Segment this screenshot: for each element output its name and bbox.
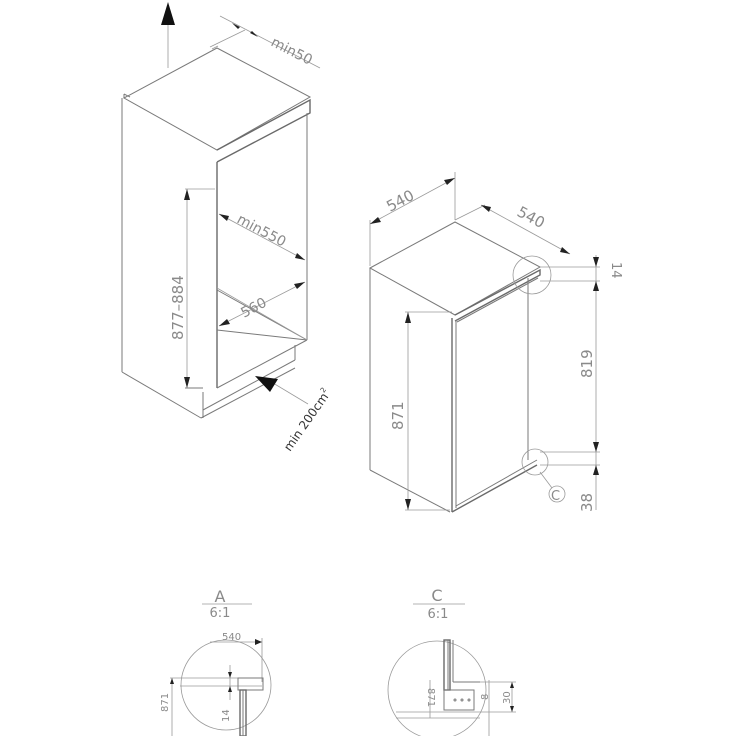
detail-c-scale: 6:1 [428, 607, 449, 622]
detail-a: A 6:1 540 871 14 [160, 587, 272, 736]
inner-height-label: 819 [578, 349, 596, 378]
top-gap-label: 14 [608, 262, 623, 279]
detail-c-marker-label: C [551, 489, 560, 504]
detail-a-height-label: 871 [160, 693, 171, 712]
appliance-depth-label: 540 [514, 203, 548, 232]
detail-c-offset-label: 30 [502, 691, 513, 704]
top-clearance-dimension: min50 [209, 15, 321, 69]
appliance-width-label: 540 [383, 186, 417, 215]
detail-a-scale: 6:1 [210, 606, 231, 621]
door-height-label: 871 [389, 401, 407, 430]
appliance-width-dimension: 540 [369, 172, 456, 266]
detail-a-gap-label: 14 [221, 709, 232, 722]
niche-width-label: 560 [238, 295, 269, 322]
cabinet-view: min50 [121, 2, 334, 454]
detail-a-width-label: 540 [222, 632, 241, 643]
detail-c: C 6:1 871 8 30 [387, 586, 516, 736]
airflow-up-arrow-icon [161, 2, 175, 68]
detail-a-title: A [215, 587, 226, 606]
appliance-view: 540 540 C 14 819 3 [368, 172, 623, 513]
bottom-gap-label: 38 [578, 493, 596, 512]
detail-c-height-label: 871 [425, 688, 436, 707]
ventilation-label: min 200cm2 [280, 386, 334, 454]
ventilation-arrow-icon [255, 376, 278, 392]
detail-c-title: C [431, 586, 442, 605]
door-height-dimension: 871 [389, 311, 452, 511]
appliance-vertical-dimensions: 14 819 38 [540, 255, 623, 512]
niche-height-dimension: 877–884 [169, 188, 215, 388]
niche-depth-label: min550 [234, 211, 288, 250]
ventilation-dimension: min 200cm2 [255, 376, 334, 454]
detail-c-marker [521, 448, 549, 476]
top-clearance-label: min50 [268, 34, 315, 68]
detail-c-gap-label: 8 [480, 694, 491, 700]
appliance-depth-dimension: 540 [454, 203, 571, 255]
niche-depth-dimension: min550 [218, 211, 306, 261]
detail-a-marker [512, 255, 552, 295]
niche-height-label: 877–884 [169, 275, 187, 340]
